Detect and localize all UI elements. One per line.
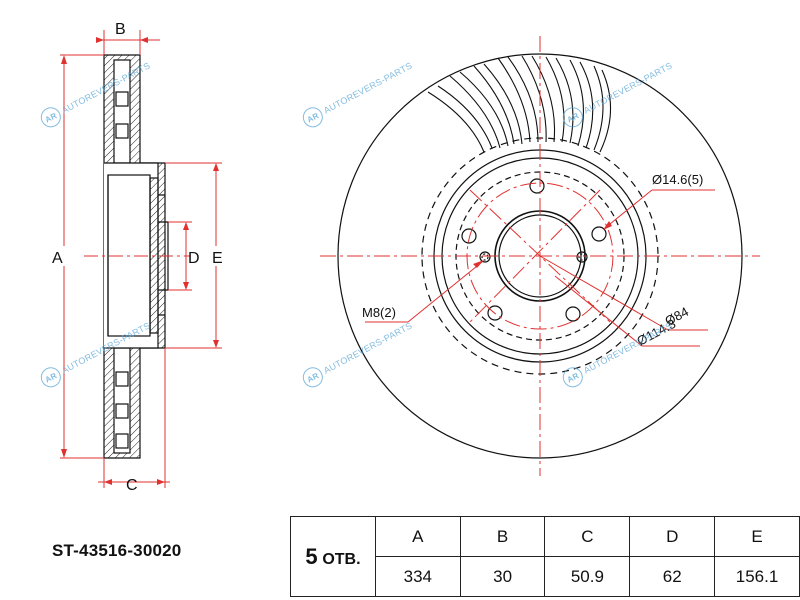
disc-outer-edge [337, 53, 743, 459]
thread-holes [479, 251, 588, 263]
spec-value: 30 [459, 556, 546, 597]
dimension-arrows [61, 37, 219, 485]
spec-header: D [629, 516, 716, 557]
spec-header: E [714, 516, 800, 557]
callout-thread: M8(2) [362, 305, 396, 320]
leader-arrows [473, 221, 612, 268]
dim-label-a: A [52, 250, 63, 267]
holes-unit: ОТВ. [322, 550, 361, 568]
spec-value: 334 [374, 556, 461, 597]
vent-vanes [427, 55, 612, 153]
spec-value: 50.9 [544, 556, 631, 597]
dim-label-d: D [188, 250, 200, 267]
spec-value: 62 [629, 556, 716, 597]
bolt-holes-count: 5 ОТВ. [290, 516, 376, 597]
part-number: ST-43516-30020 [52, 541, 182, 560]
pcd-circle [466, 182, 614, 330]
dim-label-b: B [115, 21, 126, 38]
leader-lines [365, 189, 715, 347]
spec-header: C [544, 516, 631, 557]
spec-header: A [374, 516, 461, 557]
dim-label-e: E [212, 250, 223, 267]
brake-disc-drawing: A B C D E [52, 21, 760, 494]
spec-header: B [459, 516, 546, 557]
callout-bolt-hole: Ø14.6(5) [652, 172, 703, 187]
spec-table: 5 ОТВ. A B C D E 334 30 50.9 62 156.1 [290, 516, 800, 597]
dim-label-c: C [126, 477, 138, 494]
spec-value: 156.1 [714, 556, 800, 597]
holes-count: 5 [305, 543, 318, 569]
bolt-holes [461, 178, 607, 322]
